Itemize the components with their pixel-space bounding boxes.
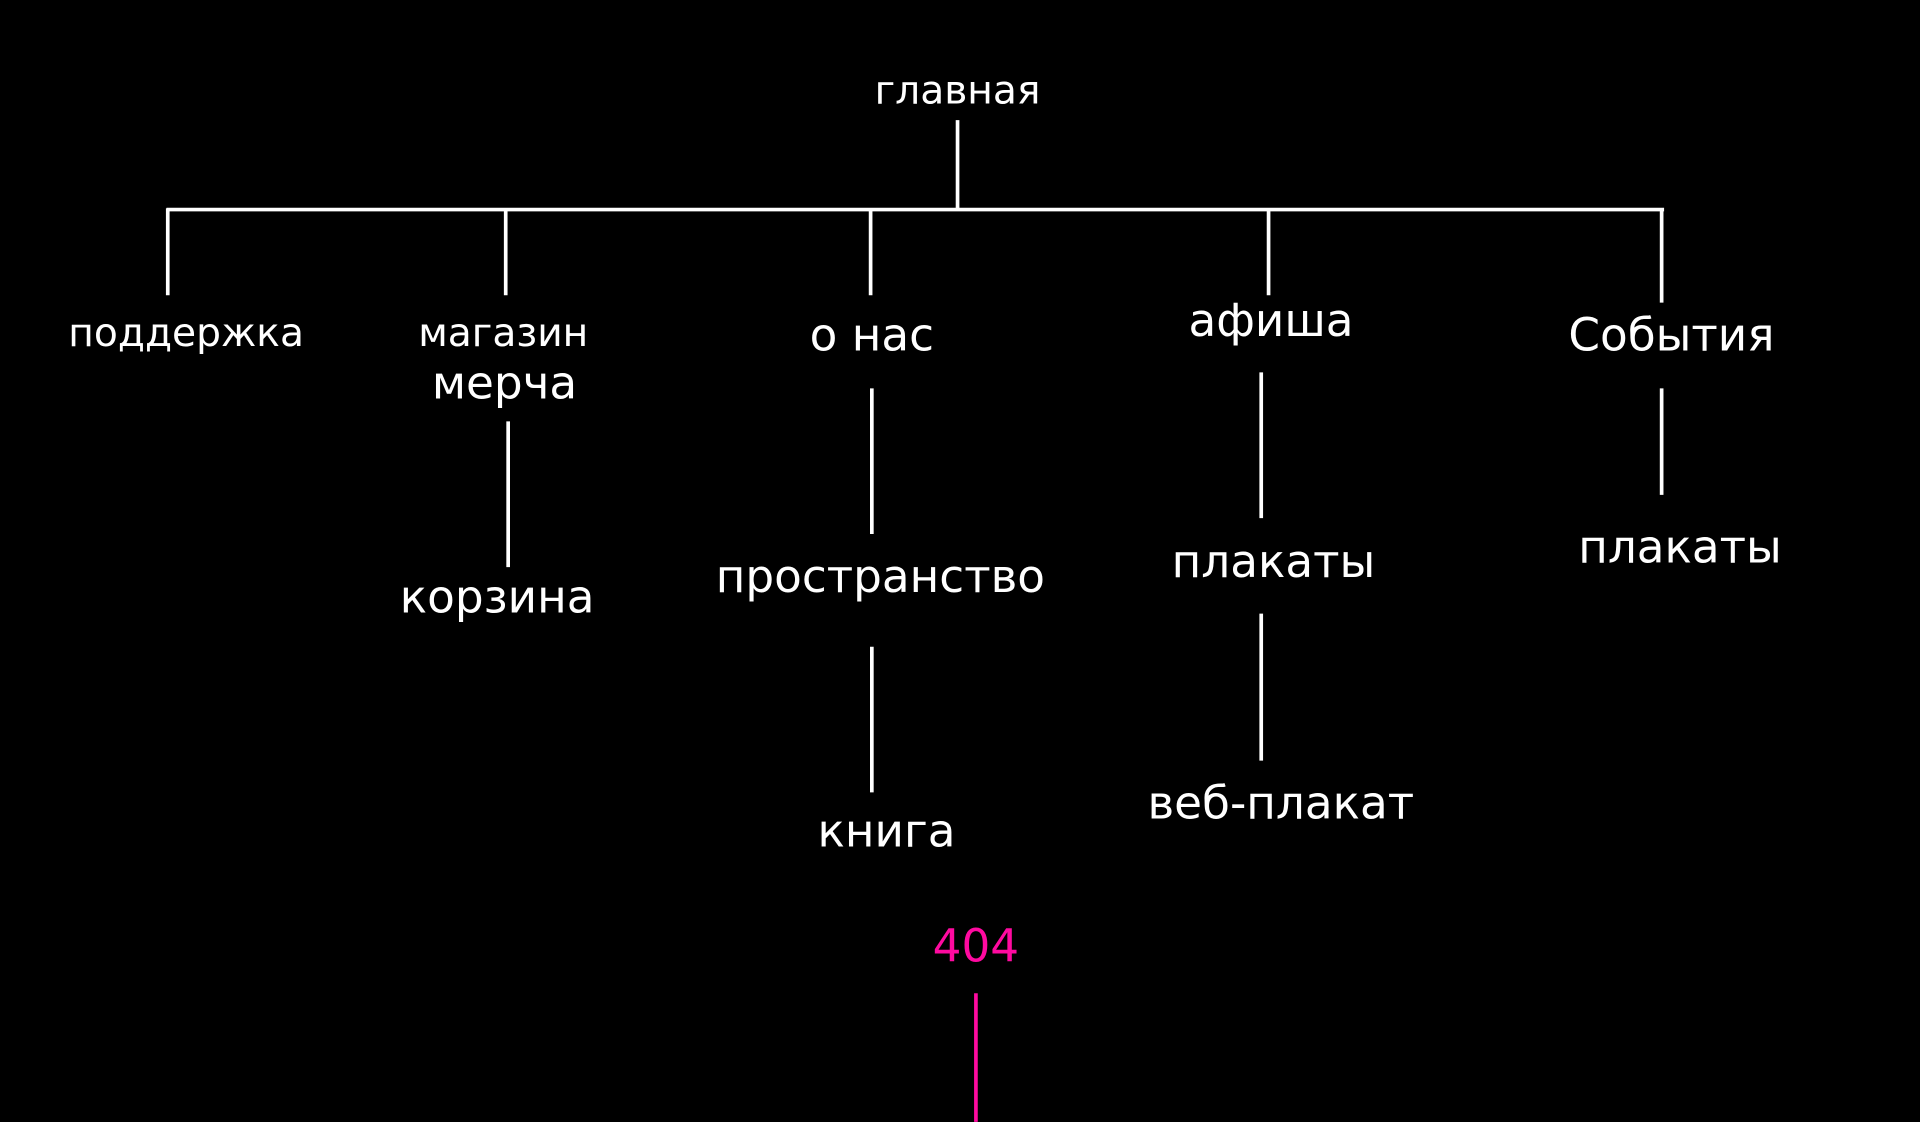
node-space: пространство	[716, 550, 1045, 603]
node-poster: афиша	[1188, 294, 1353, 347]
node-events-posters: плакаты	[1578, 520, 1782, 573]
node-merch-line1: магазин	[418, 311, 588, 356]
node-root: главная	[875, 69, 1041, 114]
node-posters: плакаты	[1172, 535, 1376, 588]
node-book: книга	[818, 805, 956, 858]
node-support: поддержка	[68, 311, 304, 356]
node-events: События	[1568, 309, 1774, 362]
node-web-poster: веб-плакат	[1147, 776, 1414, 829]
node-cart: корзина	[400, 571, 595, 624]
node-merch-line2: мерча	[432, 356, 577, 409]
connectors	[165, 120, 1665, 1122]
node-404: 404	[933, 920, 1019, 973]
node-about: о нас	[810, 309, 934, 362]
